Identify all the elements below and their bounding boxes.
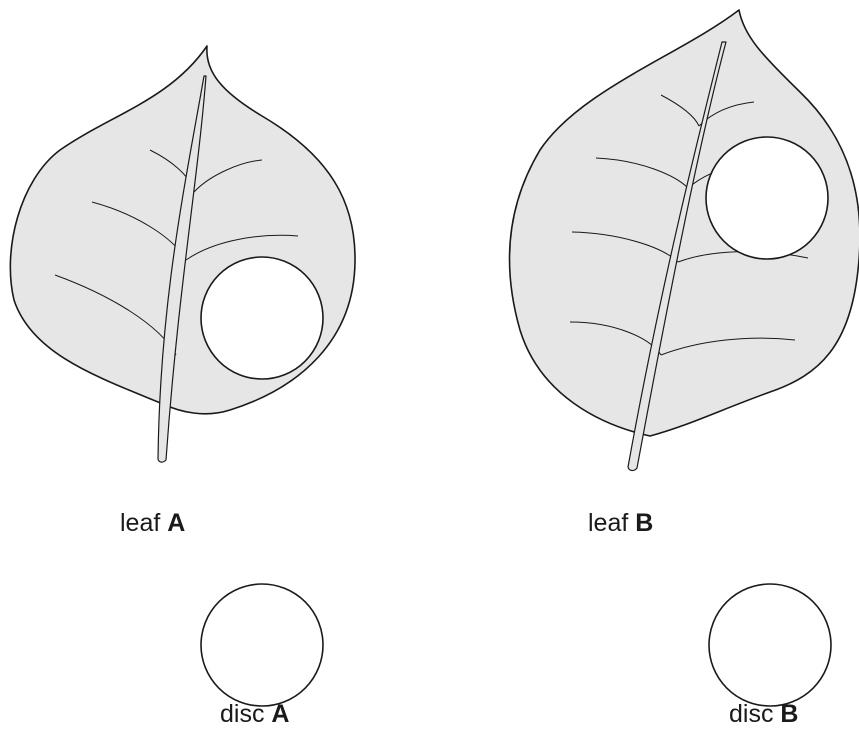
disc-a-label-letter: A: [271, 700, 289, 728]
leaf-b-label-text: leaf: [588, 509, 628, 537]
leaf-a-label-text: leaf: [120, 509, 160, 537]
leaf-a: [10, 46, 355, 462]
disc-b-shape: [709, 584, 831, 706]
leaf-b-label: leaf B: [588, 511, 653, 536]
disc-b-label-letter: B: [780, 700, 798, 728]
leaf-b: [510, 10, 859, 471]
leaf-b-label-letter: B: [635, 509, 653, 537]
leaf-a-label-letter: A: [167, 509, 185, 537]
disc-a-label: disc A: [220, 702, 289, 727]
leaf-b-hole: [706, 137, 828, 259]
disc-b-label-text: disc: [729, 700, 773, 728]
disc-a-shape: [201, 584, 323, 706]
disc-b-label: disc B: [729, 702, 798, 727]
disc-a-label-text: disc: [220, 700, 264, 728]
leaf-a-hole: [201, 257, 323, 379]
leaf-a-label: leaf A: [120, 511, 185, 536]
